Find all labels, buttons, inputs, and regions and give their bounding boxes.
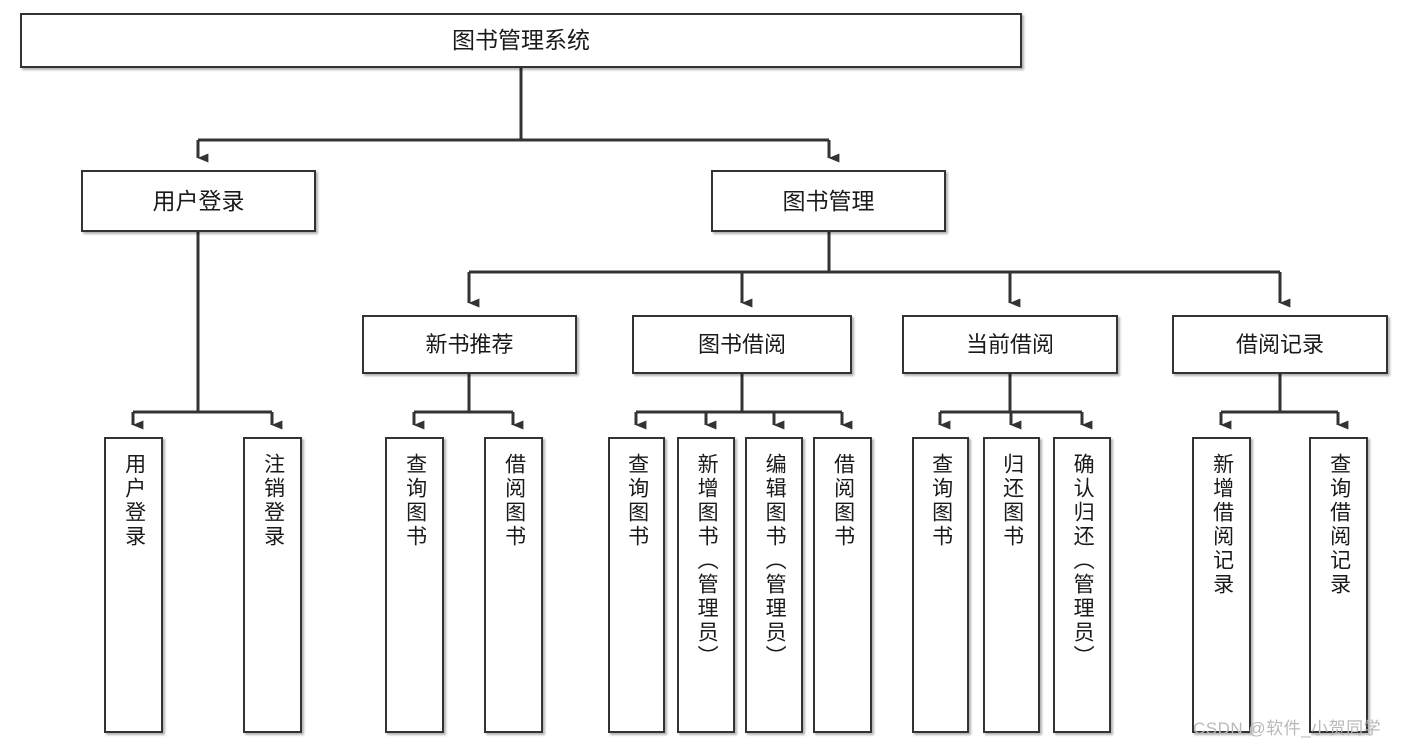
edge-group-borrowrecord-to-leaves [1219, 374, 1349, 430]
node-label: 确认归还（管理员） [1071, 453, 1095, 669]
node-current-borrow[interactable]: 当前借阅 [902, 315, 1118, 374]
node-leaf-query-book-1[interactable]: 查询图书 [385, 437, 444, 733]
node-leaf-borrow-book-2[interactable]: 借阅图书 [813, 437, 872, 733]
edge-group-bookborrow-to-leaves [634, 374, 853, 430]
node-label: 新增借阅记录 [1210, 453, 1234, 597]
node-leaf-return-book[interactable]: 归还图书 [983, 437, 1040, 733]
node-new-book-recommend[interactable]: 新书推荐 [362, 315, 577, 374]
node-label: 新书推荐 [425, 331, 514, 357]
node-leaf-query-record[interactable]: 查询借阅记录 [1309, 437, 1368, 733]
node-leaf-edit-book[interactable]: 编辑图书（管理员） [745, 437, 803, 733]
node-leaf-user-logout[interactable]: 注销登录 [243, 437, 302, 733]
node-book-management[interactable]: 图书管理 [711, 170, 946, 232]
node-label: 查询图书 [929, 453, 953, 549]
node-label: 图书借阅 [697, 331, 786, 357]
node-root-system[interactable]: 图书管理系统 [20, 13, 1022, 68]
node-label: 新增图书（管理员） [695, 453, 719, 669]
edge-group-newbook-to-leaves [412, 374, 524, 430]
node-label: 图书管理 [782, 187, 875, 214]
node-label: 查询图书 [403, 453, 427, 549]
node-label: 用户登录 [152, 187, 245, 214]
node-borrow-record[interactable]: 借阅记录 [1172, 315, 1388, 374]
node-label: 编辑图书（管理员） [763, 453, 787, 669]
node-label: 图书管理系统 [452, 27, 590, 54]
node-leaf-query-book-3[interactable]: 查询图书 [912, 437, 969, 733]
edge-group-currentborrow-to-leaves [938, 374, 1093, 430]
node-label: 归还图书 [1000, 453, 1024, 549]
node-leaf-confirm-return[interactable]: 确认归还（管理员） [1053, 437, 1111, 733]
node-label: 借阅记录 [1235, 331, 1324, 357]
node-leaf-query-book-2[interactable]: 查询图书 [608, 437, 665, 733]
node-label: 用户登录 [122, 453, 146, 549]
node-label: 借阅图书 [502, 453, 526, 549]
node-leaf-add-book[interactable]: 新增图书（管理员） [677, 437, 735, 733]
node-label: 借阅图书 [831, 453, 855, 549]
node-label: 当前借阅 [965, 331, 1054, 357]
node-label: 注销登录 [261, 453, 285, 549]
node-label: 查询借阅记录 [1327, 453, 1351, 597]
node-leaf-add-record[interactable]: 新增借阅记录 [1192, 437, 1251, 733]
node-leaf-borrow-book-1[interactable]: 借阅图书 [484, 437, 543, 733]
csdn-watermark: CSDN @软件_小贺同学 [1193, 719, 1382, 738]
node-user-login[interactable]: 用户登录 [81, 170, 316, 232]
node-label: 查询图书 [625, 453, 649, 549]
edge-group-userlogin-to-leaves [131, 232, 283, 430]
edge-group-root-to-level2 [196, 68, 840, 163]
node-book-borrow[interactable]: 图书借阅 [632, 315, 852, 374]
edge-group-bookmgmt-to-level3 [467, 232, 1291, 308]
node-leaf-user-login[interactable]: 用户登录 [104, 437, 163, 733]
